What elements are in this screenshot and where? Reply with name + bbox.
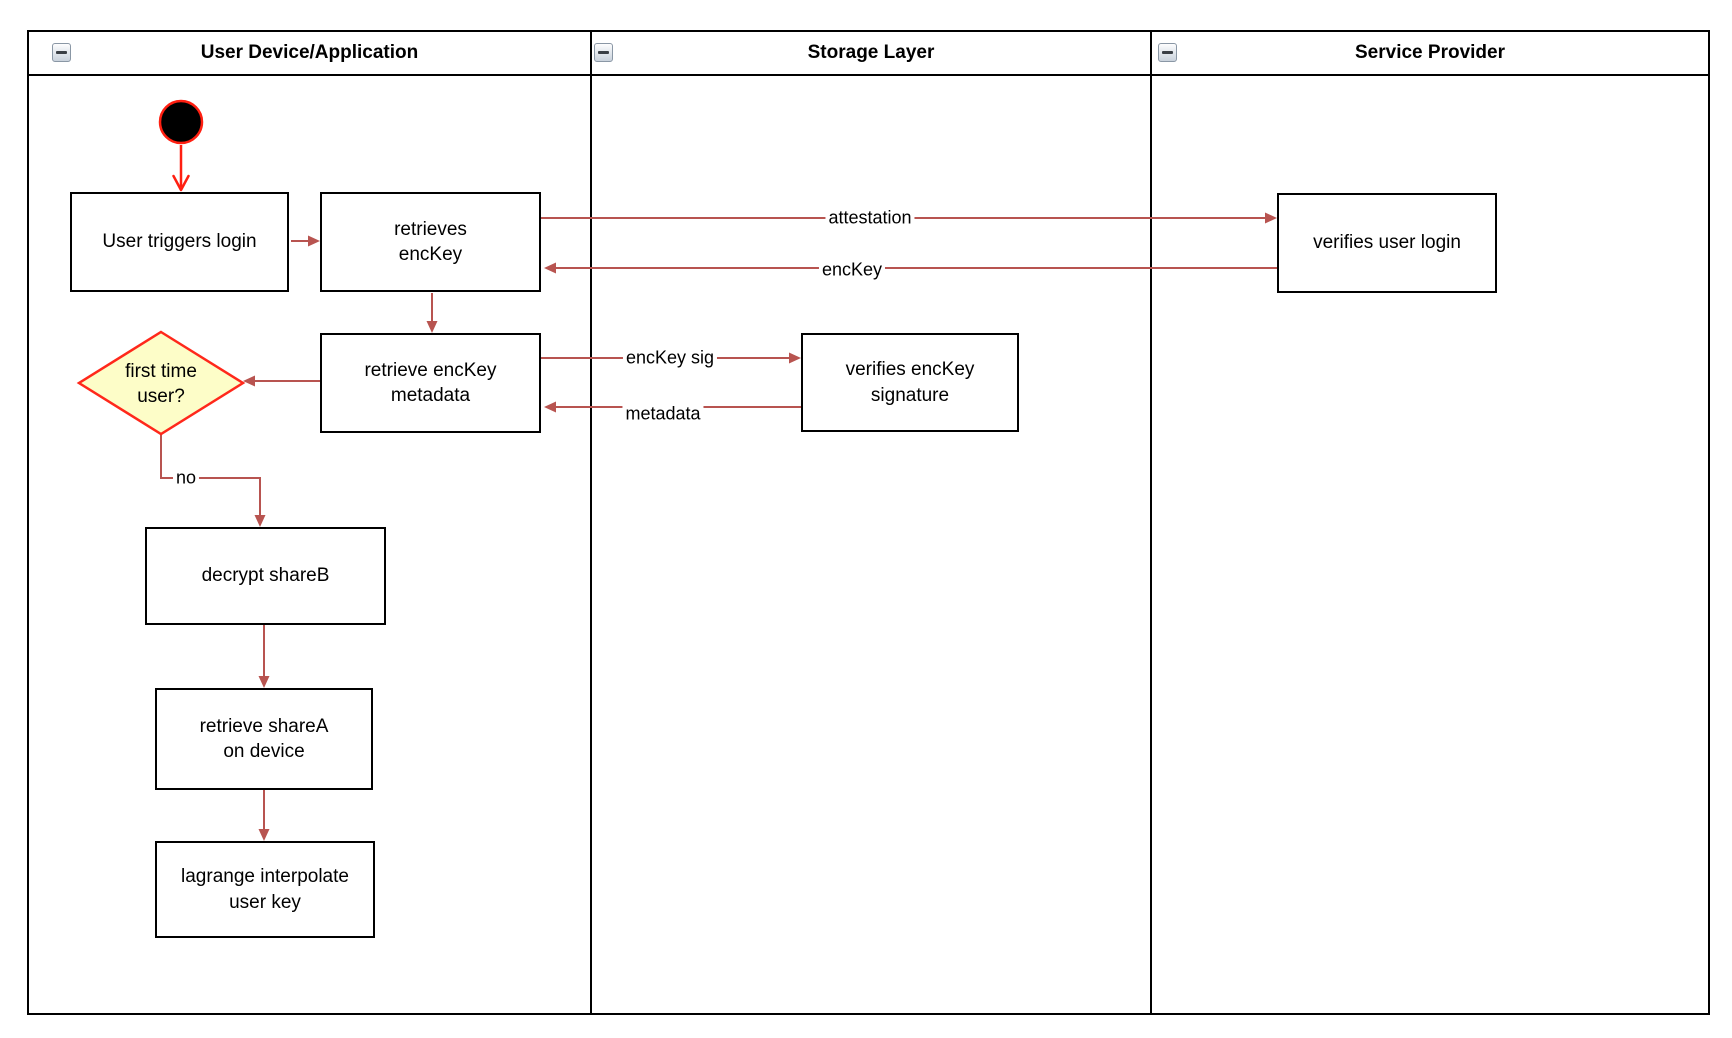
arrowhead [258, 829, 270, 841]
activity-retrieve-sharea-on-device[interactable]: retrieve shareA on device [155, 688, 373, 790]
edge-label-enckey: encKey [818, 259, 886, 281]
arrowhead [243, 375, 255, 387]
edge-label-attestation: attestation [825, 207, 915, 229]
decision-first-time-user[interactable] [76, 330, 246, 436]
arrowhead [308, 235, 320, 247]
arrowhead [172, 174, 190, 192]
edge-label-metadata: metadata [622, 403, 704, 425]
collapse-button-service-provider[interactable] [1158, 43, 1177, 62]
collapse-button-storage-layer[interactable] [594, 43, 613, 62]
lane-divider [1150, 32, 1152, 1013]
activity-retrieve-enckey-metadata[interactable]: retrieve encKey metadata [320, 333, 541, 433]
minus-icon [1162, 51, 1173, 54]
lane-title-service-provider: Service Provider [1355, 42, 1505, 63]
lane-title-storage-layer: Storage Layer [807, 42, 935, 63]
activity-decrypt-shareb[interactable]: decrypt shareB [145, 527, 386, 625]
arrowhead [258, 676, 270, 688]
edge-label-no: no [172, 467, 200, 489]
initial-node[interactable] [158, 99, 204, 145]
arrowhead [426, 321, 438, 333]
activity-user-triggers-login[interactable]: User triggers login [70, 192, 289, 292]
arrowhead [544, 401, 556, 413]
activity-verifies-enckey-signature[interactable]: verifies encKey signature [801, 333, 1019, 432]
lane-header-row [29, 32, 1708, 76]
arrowhead [1265, 212, 1277, 224]
activity-lagrange-interpolate-user-key[interactable]: lagrange interpolate user key [155, 841, 375, 938]
minus-icon [56, 51, 67, 54]
collapse-button-user-device[interactable] [52, 43, 71, 62]
arrowhead [789, 352, 801, 364]
lane-title-user-device: User Device/Application [200, 42, 419, 63]
minus-icon [598, 51, 609, 54]
activity-verifies-user-login[interactable]: verifies user login [1277, 193, 1497, 293]
arrowhead [544, 262, 556, 274]
edge-label-enckey-sig: encKey sig [622, 347, 718, 369]
lane-divider [590, 32, 592, 1013]
edge-no-branch [160, 434, 261, 515]
activity-retrieves-enckey[interactable]: retrieves encKey [320, 192, 541, 292]
arrowhead [254, 515, 266, 527]
